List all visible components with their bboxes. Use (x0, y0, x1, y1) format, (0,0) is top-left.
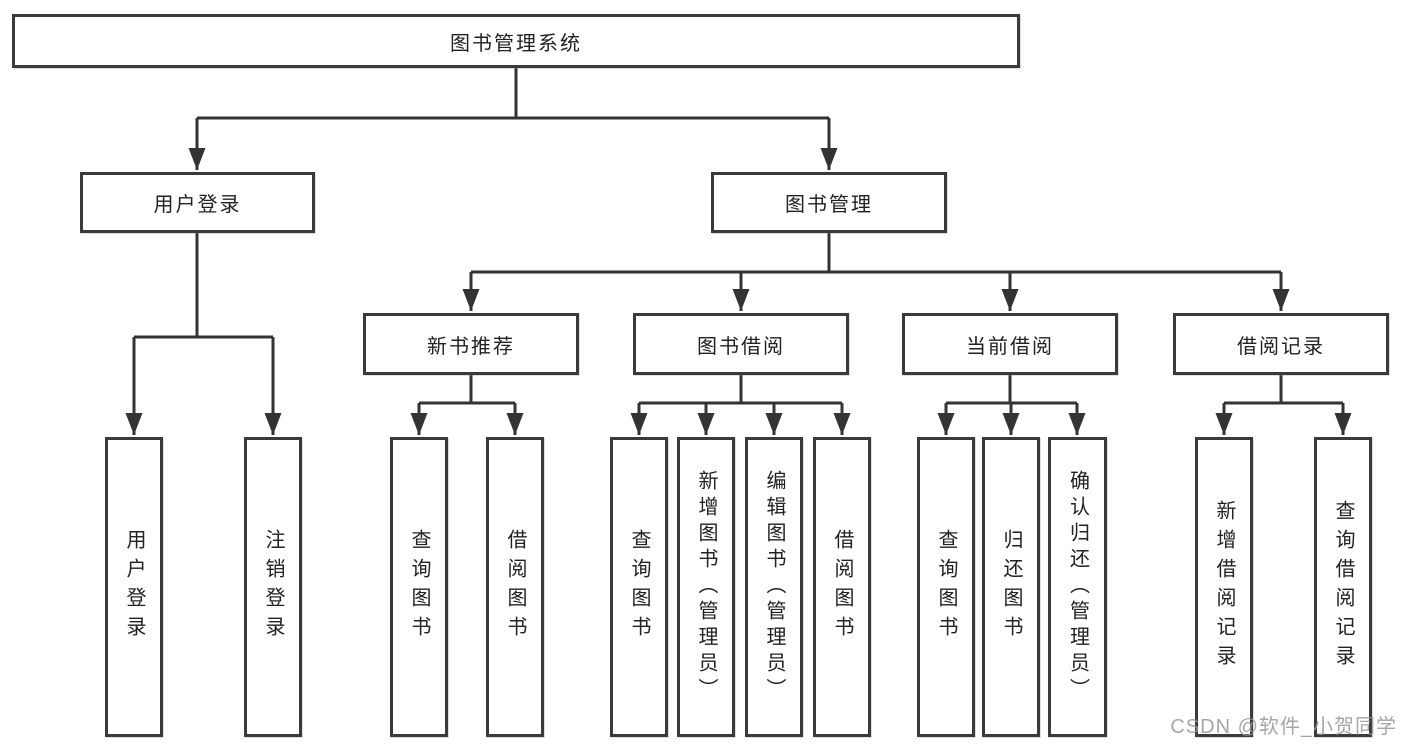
leaf-current-confirm-return-admin-label: 确认归还（管理员） (1066, 470, 1089, 704)
leaf-borrow-query-books: 查询图书 (610, 437, 668, 737)
node-borrow-records-label: 借阅记录 (1237, 335, 1325, 358)
node-new-book-recommend-label: 新书推荐 (427, 335, 515, 358)
leaf-current-query-books: 查询图书 (917, 437, 975, 737)
leaf-current-return-books: 归还图书 (982, 437, 1040, 737)
leaf-borrow-edit-books-admin-label: 编辑图书（管理员） (763, 470, 785, 704)
leaf-borrow-query-books-label: 查询图书 (628, 529, 650, 645)
leaf-borrow-add-books-admin-label: 新增图书（管理员） (695, 470, 717, 704)
leaf-user-login-label: 用户登录 (123, 529, 145, 645)
node-borrow-records: 借阅记录 (1173, 313, 1389, 375)
node-root-label: 图书管理系统 (450, 32, 582, 55)
node-book-borrow: 图书借阅 (633, 313, 849, 375)
leaf-borrow-edit-books-admin: 编辑图书（管理员） (745, 437, 803, 737)
leaf-borrow-borrow-books-label: 借阅图书 (831, 529, 853, 645)
node-book-management-group: 图书管理 (711, 172, 947, 233)
node-new-book-recommend: 新书推荐 (363, 313, 579, 375)
leaf-records-query-record: 查询借阅记录 (1314, 437, 1372, 737)
node-current-borrow: 当前借阅 (902, 313, 1118, 375)
leaf-newrec-query-books-label: 查询图书 (408, 529, 430, 645)
node-current-borrow-label: 当前借阅 (966, 335, 1054, 358)
leaf-newrec-borrow-books: 借阅图书 (486, 437, 544, 737)
leaf-newrec-borrow-books-label: 借阅图书 (504, 529, 526, 645)
node-root: 图书管理系统 (12, 14, 1020, 68)
leaf-records-add-record: 新增借阅记录 (1195, 437, 1253, 737)
leaf-borrow-borrow-books: 借阅图书 (813, 437, 871, 737)
leaf-borrow-add-books-admin: 新增图书（管理员） (677, 437, 735, 737)
leaf-current-confirm-return-admin: 确认归还（管理员） (1048, 437, 1107, 737)
leaf-newrec-query-books: 查询图书 (390, 437, 448, 737)
leaf-records-add-record-label: 新增借阅记录 (1213, 500, 1235, 674)
leaf-records-query-record-label: 查询借阅记录 (1332, 500, 1354, 674)
leaf-logout-label: 注销登录 (262, 529, 284, 645)
node-user-login-group-label: 用户登录 (153, 194, 242, 216)
leaf-current-query-books-label: 查询图书 (935, 529, 957, 645)
node-book-management-group-label: 图书管理 (785, 194, 873, 216)
leaf-logout: 注销登录 (244, 437, 302, 737)
leaf-user-login: 用户登录 (105, 437, 163, 737)
node-book-borrow-label: 图书借阅 (697, 335, 785, 358)
csdn-watermark: CSDN @软件_小贺同学 (1170, 716, 1397, 738)
node-user-login-group: 用户登录 (80, 172, 315, 233)
leaf-current-return-books-label: 归还图书 (1000, 529, 1022, 645)
